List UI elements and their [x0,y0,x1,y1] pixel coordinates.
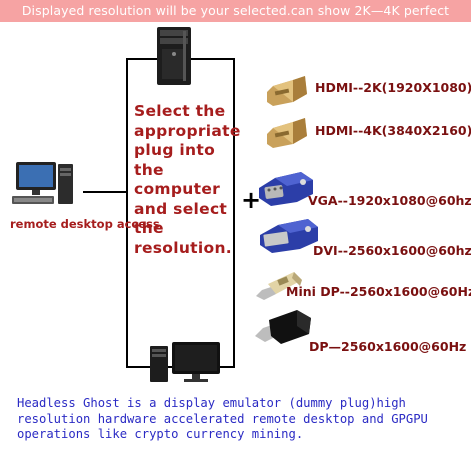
instructions-line: and select [134,199,228,218]
instructions-line: the [134,160,164,179]
plug-label-displayport: DP—2560x1600@60Hz [309,339,467,354]
remote-desktop-label: remote desktop access [10,217,160,231]
instructions-line: computer [134,180,221,198]
instructions-line: plug into [134,141,216,159]
plug-label-mini-dp: Mini DP--2560x1600@60Hz [286,284,471,299]
dvi-plug-icon [260,219,318,253]
connector-line-remote [83,191,128,193]
instructions-text: Select the appropriate plug into the com… [134,102,258,258]
instructions-line: Select the [134,102,226,120]
hdmi-plug-icon [267,118,307,148]
workstation-icon [150,342,220,382]
connector-line-right [233,58,235,368]
description-line: Headless Ghost is a display emulator (du… [17,396,406,410]
plug-label-hdmi-4k: HDMI--4K(3840X2160) [315,123,471,138]
instructions-line: the [134,219,164,237]
top-banner: Displayed resolution will be your select… [0,0,471,22]
description-line: operations like crypto currency mining. [17,427,304,441]
plug-label-hdmi-2k: HDMI--2K(1920X1080) [315,80,471,95]
vga-plug-icon [259,172,313,206]
connector-line-left [126,58,128,368]
description-text: Headless Ghost is a display emulator (du… [17,396,467,443]
displayport-plug-icon [255,310,311,344]
desktop-computer-icon [12,162,73,204]
plus-sign: + [241,186,262,214]
description-line: resolution hardware accelerated remote d… [17,411,428,426]
hdmi-plug-icon [267,76,307,106]
computer-tower-icon [157,27,191,85]
plug-label-vga: VGA--1920x1080@60hz [308,193,471,208]
instructions-line: appropriate [134,121,241,140]
plug-label-dvi: DVI--2560x1600@60hz [313,243,471,258]
instructions-line: resolution. [134,238,232,257]
mini-dp-plug-icon [256,272,302,300]
